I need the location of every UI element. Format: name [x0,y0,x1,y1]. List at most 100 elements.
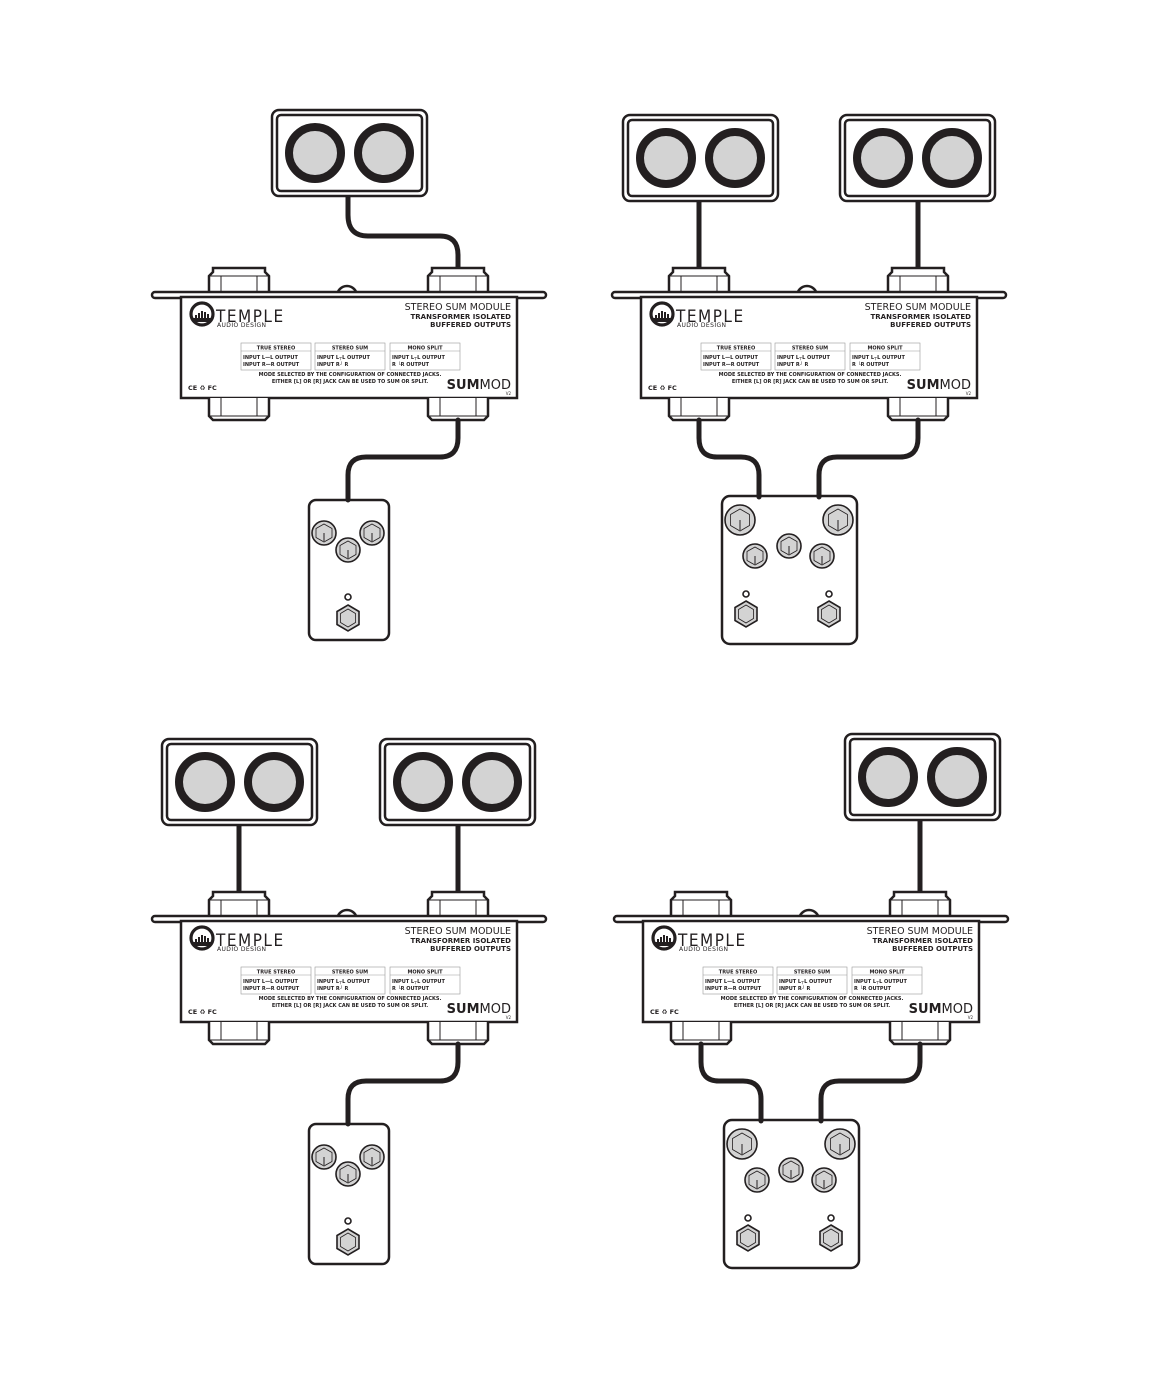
module-title: STEREO SUM MODULE [405,926,511,937]
right-output-jack [426,1020,490,1046]
mode-row-2: R └R OUTPUT [854,985,892,992]
brand-name: TEMPLE [215,931,285,951]
speaker-cabinet-icon [845,734,1000,820]
model-version: V2 [966,391,972,396]
led-icon [744,1214,752,1222]
knob-icon [811,1167,837,1193]
mode-note-1: MODE SELECTED BY THE CONFIGURATION OF CO… [259,996,442,1002]
certification-marks: CE ♻ FC [188,1008,217,1016]
stereo-pedal [720,494,859,646]
mode-name: TRUE STEREO [719,970,757,976]
module-subtitle-1: TRANSFORMER ISOLATED [411,313,512,321]
right-output-cable [818,1041,923,1124]
model-version: V2 [968,1015,974,1020]
brand-subtitle: AUDIO DESIGN [217,322,266,329]
mode-note-2: EITHER [L] OR [R] JACK CAN BE USED TO SU… [272,379,428,385]
knob-icon [824,1128,856,1160]
mode-note-2: EITHER [L] OR [R] JACK CAN BE USED TO SU… [272,1003,428,1009]
mode-row-1: INPUT L┬L OUTPUT [777,355,830,361]
module-subtitle-2: BUFFERED OUTPUTS [892,945,973,953]
module-title: STEREO SUM MODULE [865,302,971,313]
mode-name: STEREO SUM [792,346,828,352]
led-icon [827,1214,835,1222]
knob-icon [335,537,361,563]
speaker-cabinet-icon [162,739,317,825]
footswitch-icon [817,600,841,628]
knob-icon [744,1167,770,1193]
mode-note-1: MODE SELECTED BY THE CONFIGURATION OF CO… [721,996,904,1002]
right-output-jack [888,1020,952,1046]
module-subtitle-1: TRANSFORMER ISOLATED [871,313,972,321]
knob-icon [311,520,337,546]
mode-row-1: INPUT L┬L OUTPUT [392,355,445,361]
mode-row-1: INPUT L┬L OUTPUT [317,355,370,361]
mode-row-1: INPUT L┬L OUTPUT [854,979,907,985]
certification-marks: CE ♻ FC [648,384,677,392]
mode-name: TRUE STEREO [257,346,295,352]
output-cable [345,1041,461,1127]
module-subtitle-2: BUFFERED OUTPUTS [430,321,511,329]
left-output-cable [696,417,762,500]
left-output-jack [207,1020,271,1046]
stereo-pedal [722,1118,861,1270]
mode-note-1: MODE SELECTED BY THE CONFIGURATION OF CO… [259,372,442,378]
mode-row-2: INPUT R—R OUTPUT [243,362,300,368]
model-name: SUMMOD [447,378,511,393]
brand-subtitle: AUDIO DESIGN [679,946,728,953]
knob-icon [311,1144,337,1170]
mode-note-2: EITHER [L] OR [R] JACK CAN BE USED TO SU… [732,379,888,385]
mode-row-2: INPUT R┘ R [777,361,809,368]
knob-icon [742,543,768,569]
brand-subtitle: AUDIO DESIGN [217,946,266,953]
brand-name: TEMPLE [215,307,285,327]
mode-name: MONO SPLIT [407,346,443,352]
knob-icon [809,543,835,569]
mode-name: STEREO SUM [794,970,830,976]
left-output-jack [669,1020,733,1046]
footswitch-icon [734,600,758,628]
output-cable [345,417,461,503]
mode-name: MONO SPLIT [869,970,905,976]
model-name: SUMMOD [907,378,971,393]
knob-icon [359,520,385,546]
brand-name: TEMPLE [675,307,745,327]
left-output-jack [667,396,731,422]
mode-row-2: INPUT R—R OUTPUT [705,986,762,992]
module-subtitle-2: BUFFERED OUTPUTS [890,321,971,329]
module-title: STEREO SUM MODULE [867,926,973,937]
footswitch-icon [336,604,360,632]
left-output-jack [207,396,271,422]
mode-row-2: INPUT R—R OUTPUT [703,362,760,368]
footswitch-icon [819,1224,843,1252]
module-subtitle-2: BUFFERED OUTPUTS [430,945,511,953]
led-icon [825,590,833,598]
mode-row-2: INPUT R—R OUTPUT [243,986,300,992]
mode-row-1: INPUT L┬L OUTPUT [317,979,370,985]
mode-name: MONO SPLIT [867,346,903,352]
mode-row-2: R └R OUTPUT [392,985,430,992]
right-output-cable [816,417,921,500]
certification-marks: CE ♻ FC [650,1008,679,1016]
knob-icon [822,504,854,536]
knob-icon [335,1161,361,1187]
right-output-jack [426,396,490,422]
knob-icon [724,504,756,536]
mode-note-2: EITHER [L] OR [R] JACK CAN BE USED TO SU… [734,1003,890,1009]
